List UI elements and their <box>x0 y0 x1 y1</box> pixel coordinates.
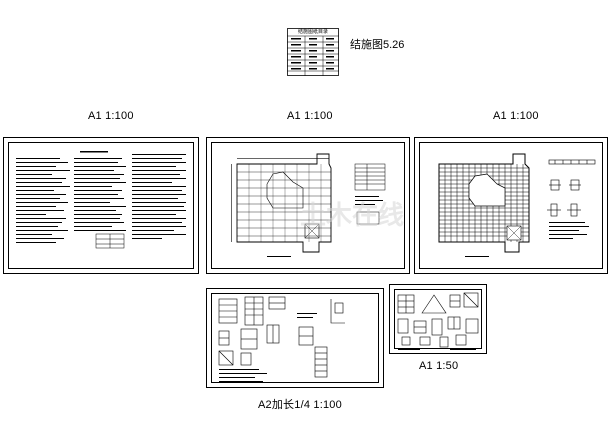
sheet-details-a1[interactable] <box>389 284 487 354</box>
sheet-floor-plan-2[interactable] <box>414 137 608 274</box>
sheet-design-notes-frame <box>8 142 194 269</box>
details-a1-drawing <box>397 292 479 350</box>
sheet-details-a2[interactable] <box>206 288 384 388</box>
sheet-details-a2-frame <box>211 293 379 383</box>
sheet-4-scale-label: A2加长1/4 1:100 <box>258 399 342 411</box>
sheet-floor-plan-1[interactable] <box>206 137 410 274</box>
details-a2-drawing <box>218 296 345 382</box>
drawing-index-grid <box>287 28 339 76</box>
sheet-1-scale-label: A1 1:100 <box>88 110 134 122</box>
floor-plan-1-drawing <box>231 153 386 257</box>
sheet-details-a1-frame <box>394 289 482 349</box>
drawing-index-note: 结施图5.26 <box>350 39 405 51</box>
sheet-floor-plan-1-frame <box>211 142 405 269</box>
sheet-2-scale-label: A1 1:100 <box>287 110 333 122</box>
floor-plan-2-drawing <box>438 153 596 257</box>
watermark: 土木在线 <box>300 200 405 230</box>
sheet-3-scale-label: A1 1:100 <box>493 110 539 122</box>
sheet-design-notes[interactable] <box>3 137 199 274</box>
design-notes-text-blocks <box>16 151 186 249</box>
sheet-5-scale-label: A1 1:50 <box>419 360 459 372</box>
sheet-floor-plan-2-frame <box>419 142 603 269</box>
drawing-index-table: 结施图纸目录 <box>287 28 339 76</box>
drawing-index-header: 结施图纸目录 <box>297 29 328 35</box>
